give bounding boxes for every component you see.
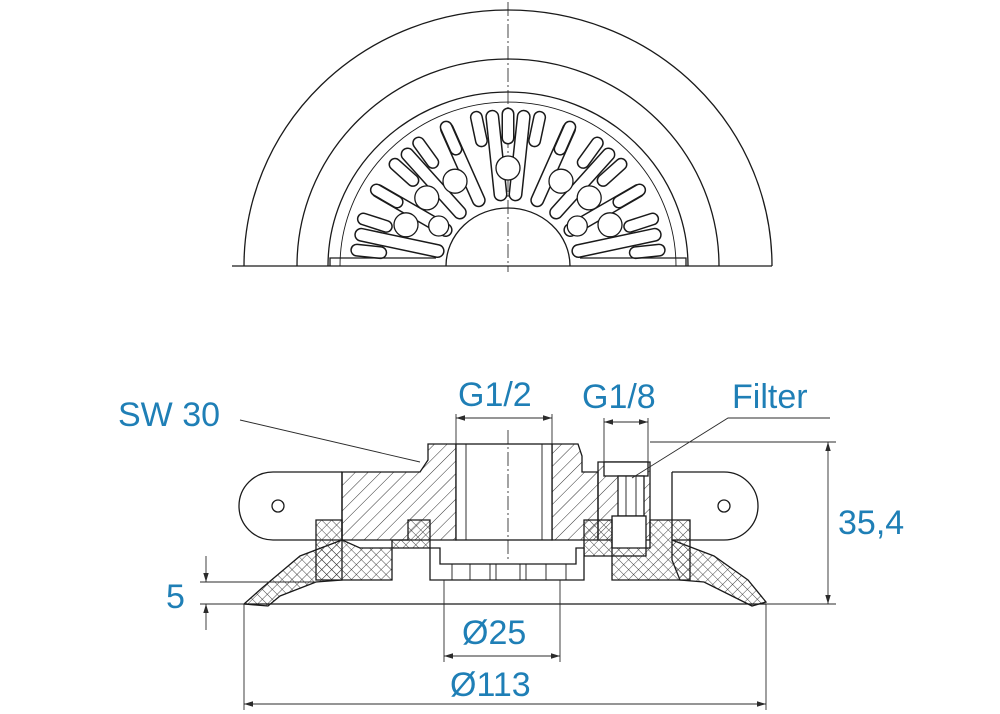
plate-inner-arc (339, 101, 677, 267)
round-pocket (414, 185, 440, 211)
round-pockets (393, 155, 623, 238)
filter-insert (617, 475, 645, 517)
center-hub-arc (445, 207, 571, 267)
main-bore (455, 443, 553, 541)
outer-slot-inner (624, 214, 658, 232)
outer-slot-inner (630, 245, 665, 258)
outer-slot-inner (358, 214, 392, 232)
radial-slot-inner (572, 229, 661, 257)
top-view-lower-bar (329, 257, 687, 266)
outer-slot-inner (555, 122, 575, 155)
left-tab-hole (271, 499, 285, 513)
right-tab (672, 471, 759, 541)
wrench-size-label: SW 30 (118, 396, 220, 434)
plate-arc (327, 91, 689, 267)
round-pocket (597, 212, 623, 238)
outer-rim-arc (243, 9, 773, 267)
outer-slot-inner (529, 112, 545, 146)
main-body-section (341, 443, 457, 541)
lower-ring-right (583, 519, 691, 581)
outer-slot-inner (351, 245, 386, 258)
radial-slot-inner (355, 229, 444, 257)
round-pocket (442, 168, 468, 194)
section-outline-top (341, 472, 673, 540)
round-pocket (548, 168, 574, 194)
radial-slot-inner (402, 149, 466, 218)
outer-slot-inner (371, 185, 403, 207)
round-pocket (495, 155, 521, 181)
outer-slot-inner (390, 159, 418, 186)
round-pocket (393, 212, 419, 238)
lip-arc (296, 58, 720, 267)
radial-slot-inner (486, 111, 506, 200)
outer-slot-inner (413, 138, 438, 168)
radial-slot-inner (550, 149, 614, 218)
top-view (232, 2, 773, 272)
sw30-leader (239, 419, 421, 463)
lip-height-label: 5 (166, 578, 185, 616)
filter-label: Filter (732, 378, 808, 416)
outer-slot-inner (471, 112, 487, 146)
radial-slot-inner (510, 111, 530, 200)
outer-slot-inner (578, 138, 603, 168)
filter-leader (631, 417, 830, 479)
outer-slot-inner (598, 159, 626, 186)
section-view (238, 430, 768, 607)
outer-slot-inner (441, 122, 461, 155)
main-body-section-right (551, 443, 599, 541)
thread-side-label: G1/8 (582, 378, 656, 416)
annotations: SW 30 G1/2 G1/8 Filter 35,4 5 Ø25 Ø113 (118, 376, 904, 704)
round-pocket (576, 185, 602, 211)
right-tab-hole (717, 499, 731, 513)
round-pocket (428, 215, 450, 237)
side-bore (603, 461, 649, 477)
lower-plate-slots (451, 564, 567, 580)
height-label: 35,4 (838, 504, 904, 542)
lower-plate (429, 547, 585, 581)
outer-diameter-label: Ø113 (450, 666, 531, 704)
round-pocket (566, 215, 588, 237)
outer-slot-inner (613, 185, 645, 207)
dimensions (200, 414, 836, 710)
inner-diameter-label: Ø25 (462, 614, 526, 652)
thread-main-label: G1/2 (458, 376, 532, 414)
